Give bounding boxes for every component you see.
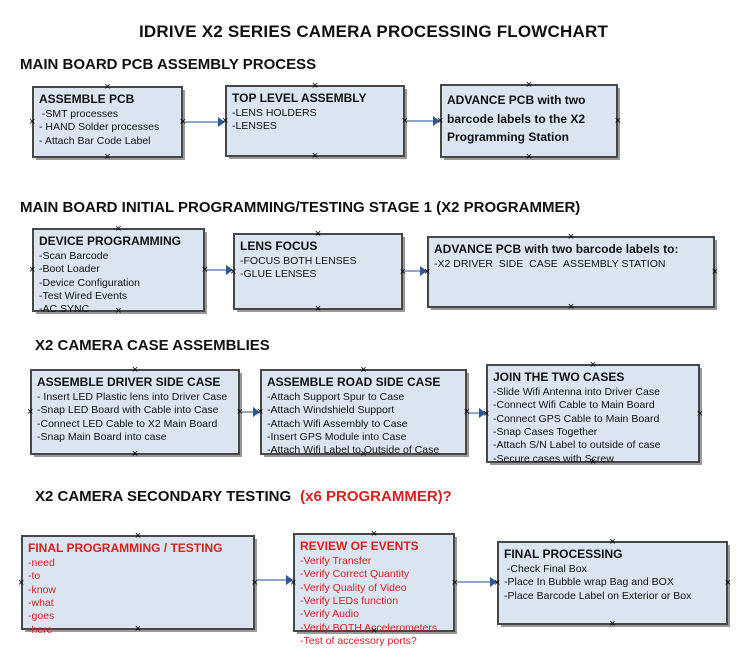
box-item: -Test of accessory ports?: [300, 635, 417, 648]
flow-box-join-the-two-cases: JOIN THE TWO CASES -Slide Wifi Antenna i…: [486, 364, 700, 465]
box-item: -Scan Barcode: [39, 249, 109, 262]
flow-connector-arrow: [407, 116, 440, 126]
box-item: -Verify Audio: [300, 608, 359, 621]
box-item: -FOCUS BOTH LENSES: [240, 254, 357, 267]
box-item: -SMT processes: [39, 107, 119, 120]
box-item: -Verify LEDs function: [300, 595, 399, 608]
flow-box-final-processing: FINAL PROCESSING -Check Final Box -Place…: [497, 541, 728, 625]
box-title: TOP LEVEL ASSEMBLY: [232, 91, 367, 105]
box-item: -goes: [28, 610, 55, 623]
box-item: -Attach Windshield Support: [267, 404, 395, 417]
box-item: -Test Wired Events: [39, 290, 128, 303]
flow-connector-arrow: [207, 265, 233, 275]
box-item: - HAND Solder processes: [39, 121, 160, 134]
box-item: -Connect GPS Cable to Main Board: [493, 412, 660, 425]
section-heading-red-part: (x6 PROGRAMMER)?: [300, 488, 452, 505]
box-item: -Snap LED Board with Cable into Case: [37, 404, 219, 417]
box-item: -Boot Loader: [39, 263, 100, 276]
box-title: JOIN THE TWO CASES: [493, 370, 625, 384]
box-item: -X2 DRIVER SIDE CASE ASSEMBLY STATION: [434, 257, 666, 270]
box-item: -Connect LED Cable to X2 Main Board: [37, 417, 218, 430]
box-item: -Verify BOTH Accelerometers: [300, 621, 438, 634]
box-title: LENS FOCUS: [240, 239, 318, 253]
flow-connector-arrow: [257, 575, 293, 585]
box-item: -GLUE LENSES: [240, 268, 317, 281]
box-item: -Verify Quality of Video: [300, 581, 407, 594]
box-title: FINAL PROGRAMMING / TESTING: [28, 541, 223, 555]
box-item: -Snap Cases Together: [493, 426, 598, 439]
flow-box-assemble-road-side-case: ASSEMBLE ROAD SIDE CASE -Attach Support …: [260, 369, 467, 457]
box-item: -LENS HOLDERS: [232, 106, 317, 119]
box-title: ADVANCE PCB with two barcode labels to t…: [447, 93, 586, 145]
box-item: -to: [28, 570, 41, 583]
box-title: FINAL PROCESSING: [504, 547, 623, 561]
box-title: REVIEW OF EVENTS: [300, 539, 419, 553]
box-title: ASSEMBLE DRIVER SIDE CASE: [37, 375, 221, 389]
flow-box-advance-pcb-to-programming-station: ADVANCE PCB with two barcode labels to t…: [440, 84, 618, 158]
box-item: -Place Barcode Label on Exterior or Box: [504, 589, 692, 602]
box-item: -LENSES: [232, 120, 277, 133]
flow-box-lens-focus: LENS FOCUS -FOCUS BOTH LENSES -GLUE LENS…: [233, 233, 403, 310]
flow-connector-arrow: [185, 117, 225, 127]
flow-box-final-programming-testing: FINAL PROGRAMMING / TESTING -need -to -k…: [21, 535, 255, 636]
box-item: - Insert LED Plastic lens into Driver Ca…: [37, 390, 228, 403]
box-item: - Attach Bar Code Label: [39, 134, 151, 147]
box-item: -Attach S/N Label to outside of case: [493, 439, 661, 452]
box-item: -Snap Main Board into case: [37, 431, 167, 444]
box-item: -here: [28, 623, 53, 636]
box-title: ADVANCE PCB with two barcode labels to:: [434, 242, 679, 256]
box-item: -AC SYNC: [39, 303, 90, 316]
flow-connector-arrow: [405, 266, 427, 276]
box-item: -Verify Correct Quantity: [300, 568, 410, 581]
box-item: -Verify Transfer: [300, 554, 372, 567]
flow-connector-arrow: [242, 407, 260, 417]
flow-box-advance-pcb-to-driver-side-station: ADVANCE PCB with two barcode labels to: …: [427, 236, 715, 308]
box-item: -know: [28, 583, 57, 596]
box-item: -Secure cases with Screw: [493, 452, 614, 465]
section-heading-black-part: X2 CAMERA SECONDARY TESTING: [35, 488, 292, 505]
box-title: ASSEMBLE ROAD SIDE CASE: [267, 375, 441, 389]
box-item: -Insert GPS Module into Case: [267, 431, 407, 444]
box-item: -Device Configuration: [39, 276, 140, 289]
box-item: -Attach Wifi Label to Outside of Case: [267, 444, 440, 457]
flow-box-device-programming: DEVICE PROGRAMMING -Scan Barcode -Boot L…: [32, 228, 205, 315]
box-title: ASSEMBLE PCB: [39, 92, 135, 106]
section-heading-case-assemblies: X2 CAMERA CASE ASSEMBLIES: [35, 337, 270, 354]
section-heading-pcb-assembly: MAIN BOARD PCB ASSEMBLY PROCESS: [20, 56, 317, 73]
box-item: -Check Final Box: [504, 562, 587, 575]
section-heading-initial-programming: MAIN BOARD INITIAL PROGRAMMING/TESTING S…: [20, 199, 581, 216]
box-item: -what: [28, 597, 54, 610]
box-item: -Connect Wifi Cable to Main Board: [493, 399, 655, 412]
section-heading-secondary-testing: X2 CAMERA SECONDARY TESTING (x6 PROGRAMME…: [35, 488, 452, 505]
box-title: DEVICE PROGRAMMING: [39, 234, 182, 248]
flow-box-assemble-pcb: ASSEMBLE PCB -SMT processes - HAND Solde…: [32, 86, 183, 158]
box-item: -need: [28, 556, 55, 569]
box-item: -Attach Wifi Assembly to Case: [267, 417, 408, 430]
box-item: -Place In Bubble wrap Bag and BOX: [504, 576, 674, 589]
flow-connector-arrow: [469, 408, 486, 418]
page-title: IDRIVE X2 SERIES CAMERA PROCESSING FLOWC…: [138, 22, 609, 41]
flow-box-top-level-assembly: TOP LEVEL ASSEMBLY -LENS HOLDERS -LENSES: [225, 85, 405, 157]
box-item: -Attach Support Spur to Case: [267, 390, 405, 403]
box-item: -Slide Wifi Antenna into Driver Case: [493, 385, 660, 398]
flow-box-assemble-driver-side-case: ASSEMBLE DRIVER SIDE CASE - Insert LED P…: [30, 369, 240, 455]
flow-box-review-of-events: REVIEW OF EVENTS -Verify Transfer -Verif…: [293, 533, 455, 647]
flow-connector-arrow: [457, 577, 497, 587]
